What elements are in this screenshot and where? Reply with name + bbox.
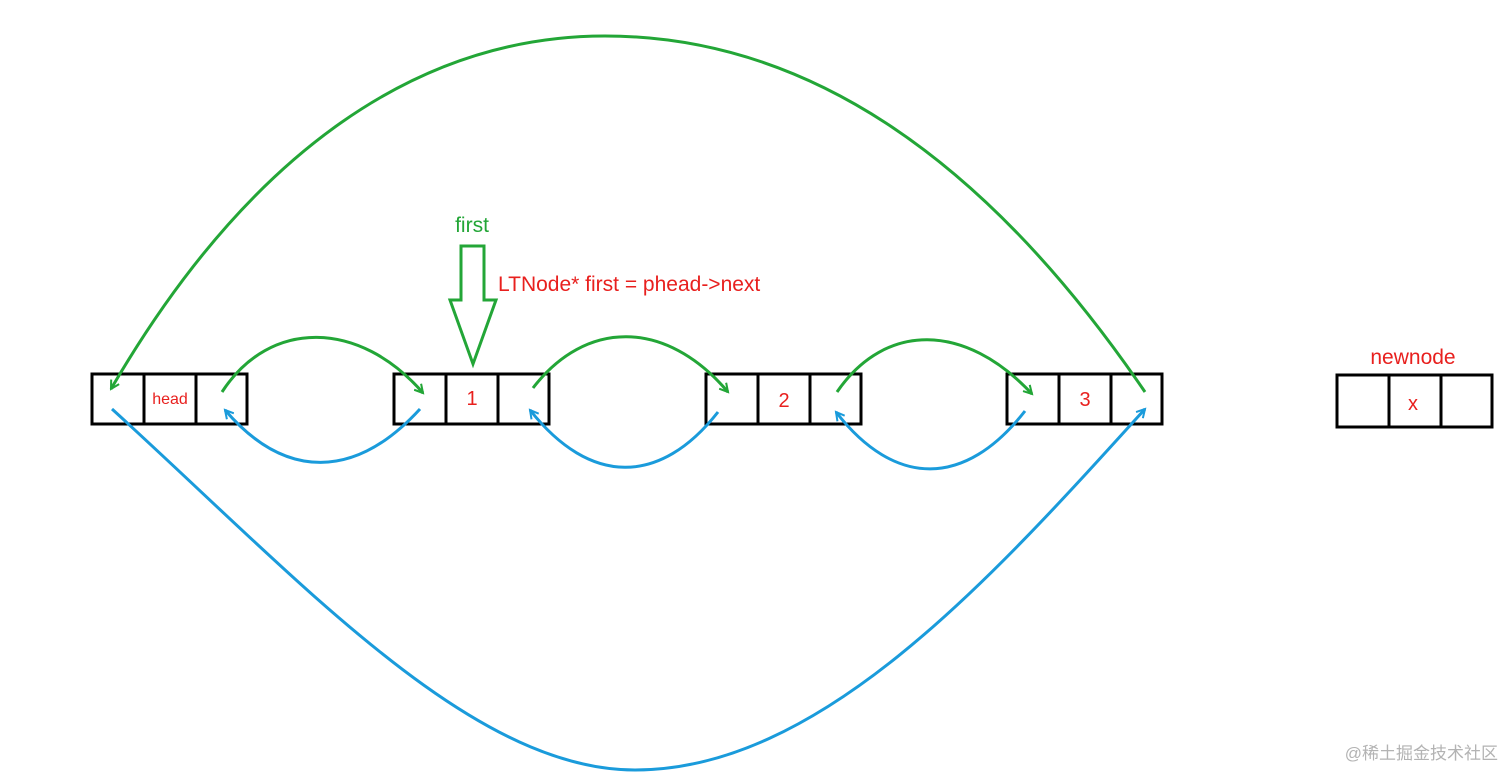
node-1: 1 bbox=[392, 372, 551, 426]
new-node-value: x bbox=[1408, 393, 1418, 415]
node-3: 3 bbox=[1005, 372, 1164, 426]
next-link-1-to-2 bbox=[531, 335, 728, 392]
node-3-label: 3 bbox=[1079, 389, 1090, 411]
node-2-label: 2 bbox=[778, 390, 789, 412]
watermark: @稀土掘金技术社区 bbox=[1344, 744, 1498, 763]
next-link-head-to-1 bbox=[220, 335, 423, 393]
new-node-title: newnode bbox=[1370, 346, 1455, 369]
first-pointer: first bbox=[447, 214, 499, 369]
code-annotation: LTNode* first = phead->next bbox=[498, 273, 760, 296]
node-head: head bbox=[90, 372, 249, 426]
node-head-label: head bbox=[152, 391, 188, 408]
next-link-2-to-3 bbox=[835, 338, 1032, 394]
node-1-label: 1 bbox=[466, 388, 477, 410]
first-pointer-label: first bbox=[455, 214, 489, 237]
next-links bbox=[109, 34, 1147, 394]
prev-links bbox=[110, 407, 1145, 772]
prev-link-1-to-head bbox=[225, 407, 422, 464]
next-link-tail-to-head bbox=[109, 34, 1147, 393]
first-pointer-arrow bbox=[447, 244, 499, 369]
prev-link-head-to-tail bbox=[110, 409, 1145, 772]
node-2: 2 bbox=[704, 372, 863, 426]
prev-link-3-to-2 bbox=[836, 410, 1027, 471]
prev-link-2-to-1 bbox=[530, 410, 720, 469]
new-node: x newnode bbox=[1335, 346, 1494, 429]
